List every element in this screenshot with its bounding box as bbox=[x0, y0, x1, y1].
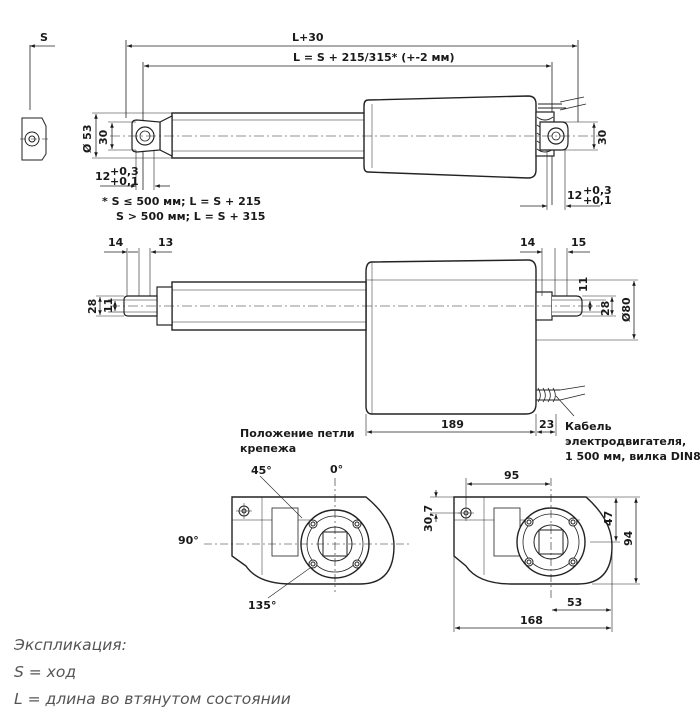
legend-line-s: S = ход bbox=[14, 663, 77, 681]
dim-30-7: 30,7 bbox=[422, 505, 435, 532]
legend: Экспликация: S = ход L = длина во втянут… bbox=[14, 632, 291, 713]
dim-s: S bbox=[40, 31, 48, 44]
dim-11-right: 11 bbox=[577, 277, 590, 292]
cable-note-2: электродвигателя, bbox=[565, 435, 686, 448]
mount-heading-1: Положение петли bbox=[240, 427, 355, 440]
tol-left-lower: +0,1 bbox=[110, 175, 139, 188]
cable-note-1: Кабель bbox=[565, 420, 612, 433]
dim-95: 95 bbox=[504, 469, 519, 482]
tol-left-upper: +0,3 bbox=[110, 165, 139, 178]
side-view-labels: 14 13 14 15 28 11 11 28 Ø80 189 23 Кабел… bbox=[86, 236, 700, 463]
dim-l-plus-30: L+30 bbox=[292, 31, 324, 44]
footnote-line-1: * S ≤ 500 мм; L = S + 215 bbox=[102, 195, 261, 208]
mount-view-labels: Положение петли крепежа 45° 0° 90° 135° bbox=[178, 427, 355, 612]
mount-view bbox=[204, 475, 410, 599]
dim-13: 13 bbox=[158, 236, 173, 249]
footnote-line-2: S > 500 мм; L = S + 315 bbox=[116, 210, 265, 223]
top-view-labels: S L+30 L = S + 215/315* (+-2 мм) Ø 53 30… bbox=[40, 31, 612, 223]
dim-15: 15 bbox=[571, 236, 586, 249]
dim-28-left: 28 bbox=[86, 299, 99, 314]
angle-0: 0° bbox=[330, 463, 343, 476]
dim-30-right: 30 bbox=[596, 129, 609, 145]
tol-right-lower: +0,1 bbox=[583, 194, 612, 207]
dim-94: 94 bbox=[622, 530, 635, 546]
dim-30-left: 30 bbox=[97, 129, 110, 145]
side-view bbox=[96, 248, 638, 436]
dim-l-formula: L = S + 215/315* (+-2 мм) bbox=[293, 51, 455, 64]
dim-23: 23 bbox=[539, 418, 554, 431]
dim-11-left: 11 bbox=[102, 298, 115, 313]
end-view-labels: 95 30,7 47 94 53 168 bbox=[422, 469, 635, 627]
mount-heading-2: крепежа bbox=[240, 442, 296, 455]
dim-168: 168 bbox=[520, 614, 543, 627]
angle-90: 90° bbox=[178, 534, 199, 547]
angle-135: 135° bbox=[248, 599, 276, 612]
legend-line-l: L = длина во втянутом состоянии bbox=[14, 690, 291, 708]
angle-45: 45° bbox=[251, 464, 272, 477]
dim-14-left: 14 bbox=[108, 236, 124, 249]
cable-note-3: 1 500 мм, вилка DIN8 bbox=[565, 450, 700, 463]
legend-title: Экспликация: bbox=[14, 636, 127, 654]
dim-28-right: 28 bbox=[599, 301, 612, 316]
dim-189: 189 bbox=[441, 418, 464, 431]
top-view bbox=[20, 40, 600, 210]
clevis-side-view bbox=[20, 117, 48, 161]
dim-dia-53: Ø 53 bbox=[81, 125, 94, 154]
dim-53: 53 bbox=[567, 596, 582, 609]
dim-12-left: 12 bbox=[95, 170, 110, 183]
dim-dia-80: Ø80 bbox=[620, 297, 633, 322]
dim-12-right: 12 bbox=[567, 189, 582, 202]
tol-right-upper: +0,3 bbox=[583, 184, 612, 197]
dim-47: 47 bbox=[602, 511, 615, 526]
end-view bbox=[430, 478, 640, 632]
dim-14-right: 14 bbox=[520, 236, 536, 249]
